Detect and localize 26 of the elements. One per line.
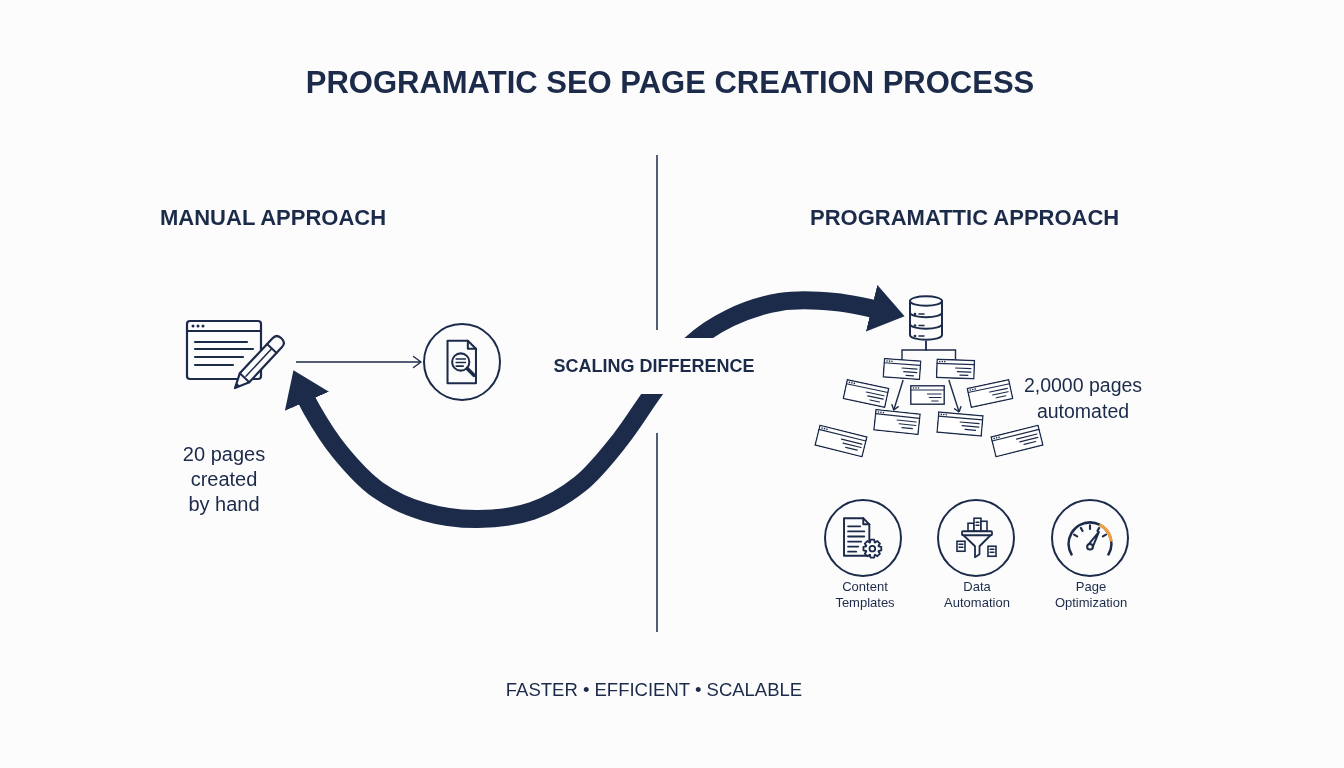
arrow [948, 379, 962, 413]
icon-caption: Content Templates [834, 579, 896, 611]
icon-circle [937, 499, 1015, 577]
section-heading: PROGRAMATTIC APPROACH [810, 205, 1120, 231]
connector-line [925, 340, 957, 360]
page-window [935, 358, 976, 380]
icon-caption: Data Automation [943, 579, 1011, 611]
icon-circle [423, 323, 501, 401]
icon-circle [824, 499, 902, 577]
page-window [873, 408, 921, 436]
edge-label: SCALING DIFFERENCE [553, 355, 755, 377]
page-window [910, 385, 945, 405]
arrow [891, 379, 904, 411]
arrow [295, 355, 422, 369]
curved-arrow [284, 284, 905, 528]
page-title: PROGRAMATIC SEO PAGE CREATION PROCESS [305, 64, 1035, 102]
icon-circle [1051, 499, 1129, 577]
page-window [882, 357, 922, 381]
icon-caption: Page Optimization [1053, 579, 1129, 611]
section-heading: MANUAL APPROACH [160, 205, 387, 231]
tagline: FASTER • EFFICIENT • SCALABLE [505, 678, 803, 702]
database-cylinder [908, 295, 944, 341]
page-window [966, 378, 1014, 409]
stat-text: 2,0000 pages automated [1022, 373, 1144, 424]
stat-text: 20 pages created by hand [181, 442, 267, 517]
page-window [936, 411, 984, 437]
